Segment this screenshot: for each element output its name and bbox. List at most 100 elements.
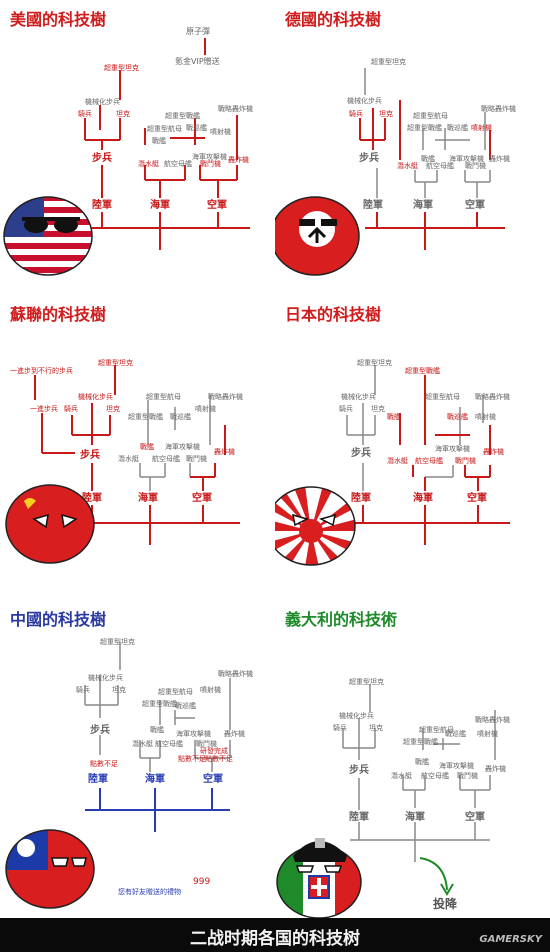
china-panel: 中國的科技樹 超重型坦克 機械化步兵 騎兵 坦克 步兵 超重型航母 超重型戰艦 …: [0, 600, 275, 918]
germany-tree-lines: [359, 68, 505, 250]
china-navy: 海軍: [145, 774, 165, 785]
italy-strategic-bomber: 戰略轟炸機: [475, 716, 510, 724]
usa-super-bb: 超重型戰艦: [165, 112, 200, 120]
china-super-bb: 超重型戰艦: [142, 700, 177, 708]
ussr-jet: 噴射機: [195, 405, 216, 413]
ussr-airforce: 空軍: [192, 493, 212, 504]
japan-navy: 海軍: [413, 493, 433, 504]
usa-jet: 噴射機: [210, 128, 231, 136]
germany-sub: 潛水艇: [397, 162, 418, 170]
germany-battleship: 戰艦: [421, 155, 435, 163]
germany-carrier: 航空母艦: [426, 162, 454, 170]
italy-panel: 義大利的科技術 超重型坦克 機械化步兵 騎兵 坦克 步兵 超重型航母 超重型戰艦…: [275, 600, 550, 918]
china-fighter: 戰鬥機: [196, 740, 217, 748]
china-carrier: 航空母艦: [155, 740, 183, 748]
usa-carrier: 航空母艦: [164, 160, 192, 168]
germany-super-bb: 超重型戰艦: [407, 124, 442, 132]
italy-battleship: 戰艦: [415, 758, 429, 766]
japan-naval-attacker: 海軍攻擊機: [435, 445, 470, 453]
germany-naval-attacker: 海軍攻擊機: [449, 155, 484, 163]
italy-mech-inf: 機械化步兵: [339, 712, 374, 720]
ussr-tree-lines: [34, 365, 240, 545]
italy-cavalry: 騎兵: [333, 724, 347, 732]
usa-super-carrier: 超重型航母: [147, 125, 182, 133]
japan-super-bb: 超重型戰艦: [405, 367, 440, 375]
usa-atom: 原子彈: [186, 27, 210, 36]
ussr-naval-attacker: 海軍攻擊機: [165, 443, 200, 451]
china-jet: 噴射機: [200, 686, 221, 694]
japan-cavalry: 騎兵: [339, 405, 353, 413]
germany-countryball: [275, 196, 360, 276]
ussr-strategic-bomber: 戰略轟炸機: [208, 393, 243, 401]
italy-jet: 噴射機: [477, 730, 498, 738]
japan-carrier: 航空母艦: [415, 457, 443, 465]
usa-title: 美國的科技樹: [10, 10, 107, 29]
usa-tank: 坦克: [116, 110, 130, 118]
china-not-unlocked-3: 點數不足: [205, 755, 233, 763]
usa-army: 陸軍: [92, 200, 112, 211]
japan-battlecruiser: 戰巡艦: [447, 413, 468, 421]
italy-super-bb: 超重型戰艦: [403, 738, 438, 746]
ussr-mech-inf: 機械化步兵: [78, 393, 113, 401]
china-strategic-bomber: 戰略轟炸機: [218, 670, 253, 678]
ussr-infantry: 步兵: [80, 450, 100, 461]
usa-vip: 氪金VIP贈送: [175, 57, 220, 66]
china-super-tank: 超重型坦克: [100, 638, 135, 646]
china-title: 中國的科技樹: [10, 610, 107, 629]
ussr-army: 陸軍: [82, 493, 102, 504]
ussr-super-carrier: 超重型航母: [146, 393, 181, 401]
china-naval-attacker: 海軍攻擊機: [176, 730, 211, 738]
italy-countryball: [276, 838, 362, 918]
japan-super-carrier: 超重型航母: [425, 393, 460, 401]
germany-strategic-bomber: 戰略轟炸機: [481, 105, 516, 113]
japan-army: 陸軍: [351, 493, 371, 504]
usa-cavalry: 騎兵: [78, 110, 92, 118]
germany-battlecruiser: 戰巡艦: [447, 124, 468, 132]
usa-airforce: 空軍: [207, 200, 227, 211]
usa-bomber: 轟炸機: [228, 156, 249, 164]
japan-fighter: 戰鬥機: [455, 457, 476, 465]
japan-panel: 日本的科技樹 超重型坦克 超重型戰艦 機械化步兵 騎兵 坦克 步兵 超重型航母 …: [275, 295, 550, 590]
japan-airforce: 空軍: [467, 493, 487, 504]
italy-naval-attacker: 海軍攻擊機: [439, 762, 474, 770]
italy-super-carrier: 超重型航母: [419, 726, 454, 734]
footer-bar: [0, 918, 550, 952]
ussr-panel: 蘇聯的科技樹 超重型坦克 一進步到不行的步兵 一進步兵 機械化步兵 騎兵 坦克 …: [0, 295, 275, 590]
china-not-unlocked-2: 點數不足: [178, 755, 206, 763]
ussr-carrier: 航空母艦: [152, 455, 180, 463]
italy-battlecruiser: 戰巡艦: [445, 730, 466, 738]
usa-battlecruiser: 戰巡艦: [186, 124, 207, 132]
usa-naval-attacker: 海軍攻擊機: [192, 153, 227, 161]
japan-infantry: 步兵: [351, 448, 371, 459]
ussr-fighter: 戰鬥機: [186, 455, 207, 463]
germany-airforce: 空軍: [465, 200, 485, 211]
ussr-tank: 坦克: [106, 405, 120, 413]
italy-army: 陸軍: [349, 812, 369, 823]
usa-tree-lines: [84, 38, 250, 250]
japan-strategic-bomber: 戰略轟炸機: [475, 393, 510, 401]
japan-title: 日本的科技樹: [285, 305, 382, 324]
usa-panel: 美國的科技樹 原子彈 氪金VIP贈送 超重型坦克 機械化步兵 騎兵 坦克 步兵 …: [0, 0, 275, 295]
italy-infantry: 步兵: [349, 765, 369, 776]
japan-battleship: 戰艦: [387, 413, 401, 421]
china-infantry: 步兵: [90, 725, 110, 736]
germany-super-carrier: 超重型航母: [413, 112, 448, 120]
usa-strategic-bomber: 戰略轟炸機: [218, 105, 253, 113]
ussr-battlecruiser: 戰巡艦: [170, 413, 191, 421]
ussr-countryball: [5, 484, 95, 564]
japan-jet: 噴射機: [475, 413, 496, 421]
ussr-bomber: 轟炸機: [214, 448, 235, 456]
japan-mech-inf: 機械化步兵: [341, 393, 376, 401]
germany-infantry: 步兵: [359, 153, 379, 164]
usa-countryball: [3, 196, 93, 276]
germany-tank: 坦克: [379, 110, 393, 118]
germany-mech-inf: 機械化步兵: [347, 97, 382, 105]
china-super-carrier: 超重型航母: [158, 688, 193, 696]
usa-fighter: 戰鬥機: [200, 160, 221, 168]
usa-navy: 海軍: [150, 200, 170, 211]
germany-navy: 海軍: [413, 200, 433, 211]
china-tank: 坦克: [112, 686, 126, 694]
italy-airforce: 空軍: [465, 812, 485, 823]
china-army: 陸軍: [88, 774, 108, 785]
italy-title: 義大利的科技術: [285, 610, 398, 629]
